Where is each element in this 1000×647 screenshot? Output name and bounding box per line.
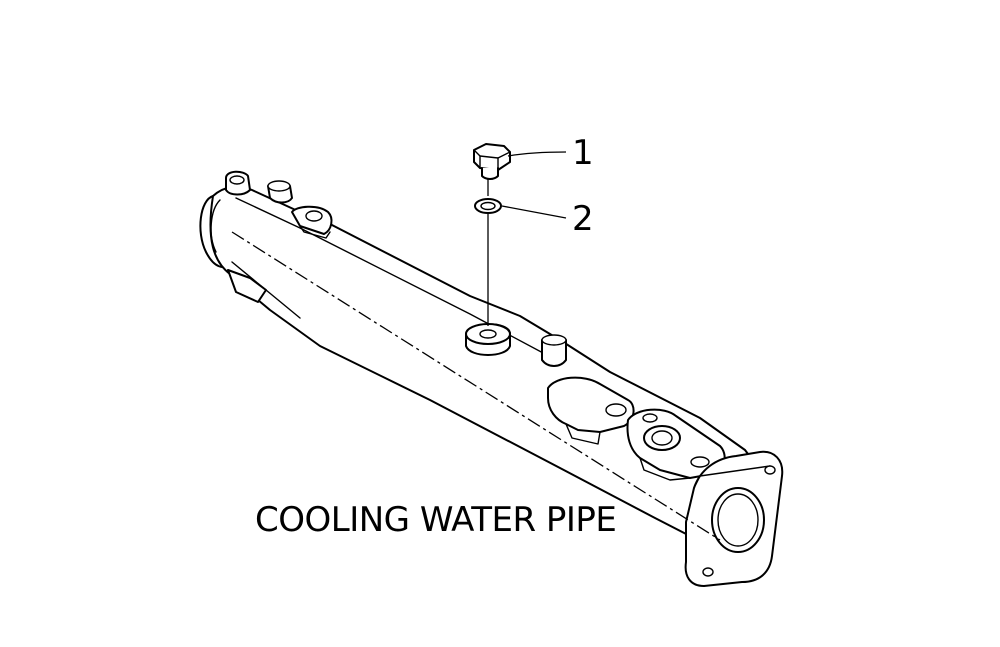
drain-plug-icon (473, 143, 511, 180)
leader-line-2 (501, 205, 567, 219)
part-number-1: 1 (572, 133, 594, 173)
center-boss (465, 323, 511, 356)
pipe-centerline (231, 231, 721, 541)
part-number-2: 2 (572, 199, 594, 239)
sealing-washer-icon (474, 198, 502, 214)
leader-line-1 (507, 151, 567, 157)
right-nipple (541, 334, 567, 367)
end-flange (684, 450, 784, 587)
lower-bracket (227, 269, 267, 303)
upper-left-bosses (225, 170, 333, 239)
cooling-water-pipe-body (199, 185, 761, 537)
diagram-title: COOLING WATER PIPE (255, 500, 617, 540)
side-flange (626, 408, 726, 481)
